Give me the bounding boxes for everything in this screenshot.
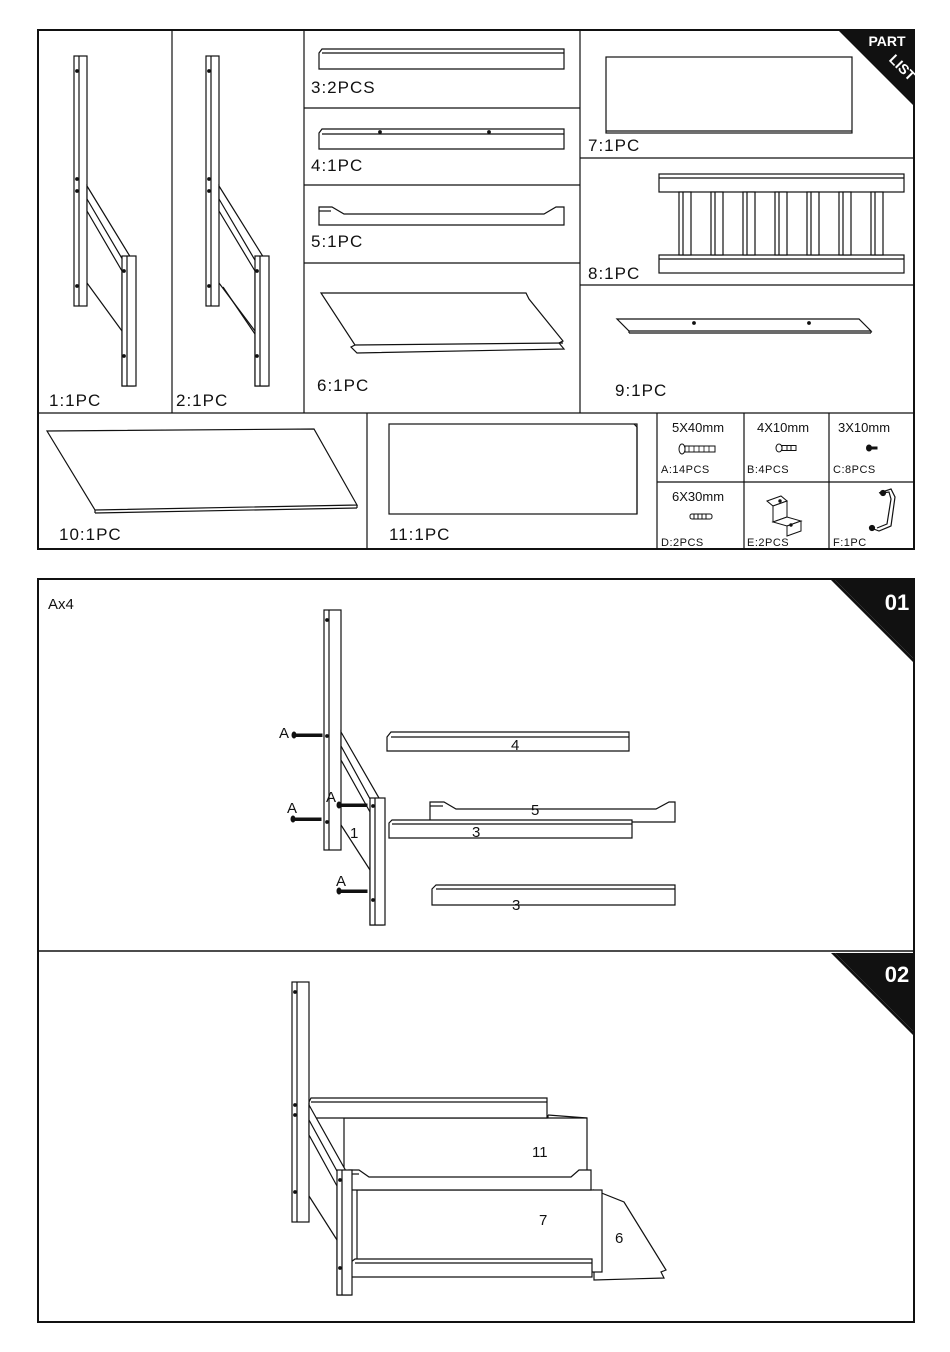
callout-part-6: 6 bbox=[615, 1230, 623, 1247]
callout-a-3: A bbox=[287, 800, 297, 817]
part-label-6: 6:1PC bbox=[317, 376, 369, 396]
slat bbox=[711, 192, 723, 255]
part-3-drawing bbox=[319, 49, 564, 69]
step-1-rail-3-upper bbox=[389, 820, 632, 838]
part-label-5: 5:1PC bbox=[311, 232, 363, 252]
step-01-number: 01 bbox=[885, 590, 909, 615]
callout-part-11: 11 bbox=[532, 1144, 548, 1161]
part-7-drawing bbox=[606, 57, 852, 133]
callout-part-1: 1 bbox=[350, 825, 358, 842]
callout-part-5: 5 bbox=[531, 802, 539, 819]
hardware-count-d: D:2PCS bbox=[661, 537, 704, 549]
slat bbox=[807, 192, 819, 255]
part-label-3: 3:2PCS bbox=[311, 78, 376, 98]
part-label-7: 7:1PC bbox=[588, 136, 640, 156]
callout-a-1: A bbox=[279, 725, 289, 742]
parts-list-panel: PART LIST bbox=[37, 29, 915, 550]
callout-part-3-lower: 3 bbox=[512, 897, 520, 914]
part-6-drawing bbox=[321, 293, 564, 353]
hardware-spec-c: 3X10mm bbox=[838, 420, 890, 435]
part-label-2: 2:1PC bbox=[176, 391, 228, 411]
step-1-rail-4 bbox=[387, 732, 629, 751]
part-label-11: 11:1PC bbox=[389, 525, 450, 545]
dowel-icon bbox=[690, 514, 712, 519]
slat bbox=[679, 192, 691, 255]
part-label-4: 4:1PC bbox=[311, 156, 363, 176]
part-8-drawing bbox=[659, 174, 904, 273]
part-5-drawing bbox=[319, 207, 564, 225]
hardware-count-c: C:8PCS bbox=[833, 464, 876, 476]
hardware-count-a: A:14PCS bbox=[661, 464, 710, 476]
part-label-10: 10:1PC bbox=[59, 525, 122, 545]
step-1-rail-5 bbox=[430, 802, 675, 822]
short-screw-icon bbox=[776, 444, 796, 452]
steps-drawing: 01 02 bbox=[39, 580, 917, 1325]
step-02-number: 02 bbox=[885, 962, 909, 987]
bracket-icon bbox=[767, 496, 801, 536]
step-1-side-frame bbox=[324, 610, 385, 925]
step-2-assembly bbox=[292, 982, 666, 1295]
callout-part-7: 7 bbox=[539, 1212, 547, 1229]
callout-a-2: A bbox=[326, 789, 336, 806]
part-4-drawing bbox=[319, 129, 564, 149]
step-1-rail-3-lower bbox=[432, 885, 675, 905]
hardware-spec-d: 6X30mm bbox=[672, 489, 724, 504]
hardware-spec-a: 5X40mm bbox=[672, 420, 724, 435]
step-1-note: Ax4 bbox=[48, 596, 74, 613]
part-9-drawing bbox=[617, 319, 871, 333]
assembly-steps-panel: 01 02 bbox=[37, 578, 915, 1323]
hardware-count-f: F:1PC bbox=[833, 537, 867, 549]
part-label-9: 9:1PC bbox=[615, 381, 667, 401]
callout-part-4: 4 bbox=[511, 737, 519, 754]
hardware-spec-b: 4X10mm bbox=[757, 420, 809, 435]
step-01-badge: 01 bbox=[831, 580, 915, 664]
part-1-drawing bbox=[74, 56, 136, 386]
badge-text-part: PART bbox=[868, 33, 906, 49]
small-screw-icon bbox=[867, 445, 878, 451]
long-screw-icon bbox=[679, 444, 715, 454]
slat bbox=[775, 192, 787, 255]
part-10-drawing bbox=[47, 429, 357, 513]
hardware-count-e: E:2PCS bbox=[747, 537, 789, 549]
slat bbox=[871, 192, 883, 255]
hook-icon bbox=[870, 489, 896, 531]
part-11-drawing bbox=[389, 424, 637, 514]
part-label-8: 8:1PC bbox=[588, 264, 640, 284]
callout-part-3-upper: 3 bbox=[472, 824, 480, 841]
slat bbox=[839, 192, 851, 255]
slat bbox=[743, 192, 755, 255]
step-02-badge: 02 bbox=[831, 953, 915, 1037]
part-2-drawing bbox=[206, 56, 269, 386]
callout-a-4: A bbox=[336, 873, 346, 890]
part-label-1: 1:1PC bbox=[49, 391, 101, 411]
hardware-count-b: B:4PCS bbox=[747, 464, 789, 476]
